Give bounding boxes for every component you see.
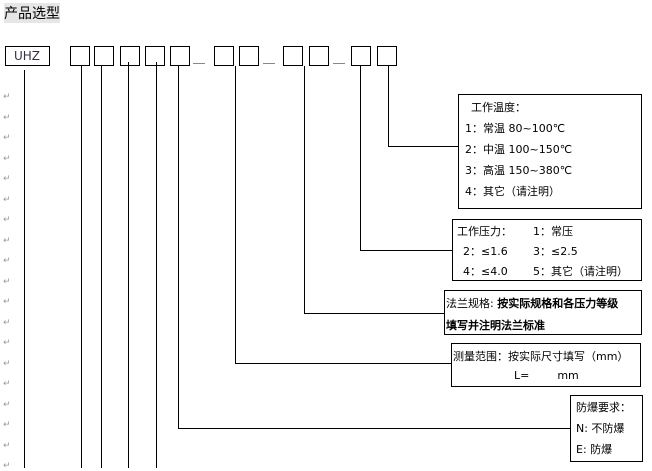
connector-line (81, 66, 82, 468)
flange-line-1: 法兰规格: 按实际规格和各压力等级 (446, 295, 618, 311)
paragraph-mark-icon: ↵ (3, 399, 11, 410)
flange-box: 法兰规格: 按实际规格和各压力等级 填写并注明法兰标准 (444, 290, 642, 335)
measure-value: L= mm (514, 369, 579, 382)
paragraph-mark-icon: ↵ (3, 317, 11, 328)
code-slot[interactable] (214, 46, 234, 66)
connector-line (235, 66, 236, 363)
paragraph-mark-icon: ↵ (3, 133, 11, 143)
code-slot[interactable] (309, 46, 329, 66)
temperature-title: 工作温度： (471, 101, 526, 114)
page-title: 产品选型 (4, 3, 60, 23)
connector-line (360, 66, 361, 250)
paragraph-mark-icon: ↵ (3, 194, 11, 205)
code-slot[interactable] (351, 46, 371, 66)
paragraph-mark-icon: ↵ (3, 297, 11, 307)
pressure-title: 工作压力： (457, 225, 512, 238)
flange-text: 填写并注明法兰标准 (446, 319, 545, 332)
temperature-option: 2：中温 100~150℃ (465, 143, 573, 156)
explosion-option: N: 不防爆 (576, 422, 625, 435)
explosion-box: 防爆要求： N: 不防爆 E: 防爆 (570, 395, 643, 462)
connector-line (178, 428, 570, 429)
paragraph-mark-icon: ↵ (3, 440, 11, 451)
connector-line (235, 363, 451, 364)
measure-label: 测量范围：按实际尺寸填写（mm） (453, 350, 629, 363)
connector-line (128, 62, 129, 468)
connector-line (156, 62, 157, 468)
flange-label: 法兰规格: (446, 297, 494, 310)
paragraph-mark-icon: ↵ (3, 379, 11, 389)
code-slot[interactable] (170, 46, 190, 66)
paragraph-mark-icon: ↵ (3, 112, 11, 123)
measure-box: 测量范围：按实际尺寸填写（mm） L= mm (451, 343, 641, 387)
separator (333, 63, 345, 64)
paragraph-mark-icon: ↵ (3, 420, 11, 430)
code-slot[interactable] (239, 46, 259, 66)
paragraph-mark-icon: ↵ (3, 215, 11, 225)
code-slot[interactable] (94, 46, 114, 66)
paragraph-mark-icon: ↵ (3, 276, 11, 287)
explosion-title: 防爆要求： (576, 401, 631, 414)
prefix-code: UHZ (14, 49, 41, 63)
paragraph-mark-icon: ↵ (3, 235, 11, 246)
connector-line (178, 66, 179, 428)
pressure-option: 2：≤1.6 (463, 245, 508, 258)
paragraph-mark-icon: ↵ (3, 92, 11, 102)
code-slot[interactable] (120, 46, 140, 66)
explosion-option: E: 防爆 (576, 443, 613, 456)
connector-line (304, 66, 305, 313)
code-slot[interactable] (145, 46, 165, 66)
separator (263, 63, 275, 64)
temperature-box: 工作温度： 1：常温 80~100℃ 2：中温 100~150℃ 3：高温 15… (458, 94, 642, 209)
connector-line (24, 70, 25, 468)
connector-line (388, 66, 389, 146)
paragraph-mark-icon: ↵ (3, 358, 11, 369)
prefix-box: UHZ (5, 46, 50, 66)
pressure-option: 5：其它（请注明） (533, 265, 628, 278)
pressure-option: 4：≤4.0 (463, 265, 508, 278)
connector-line (360, 250, 452, 251)
code-slot[interactable] (70, 46, 90, 66)
paragraph-mark-icon: ↵ (3, 338, 11, 348)
pressure-box: 工作压力： 1：常压 2：≤1.6 3：≤2.5 4：≤4.0 5：其它（请注明… (452, 219, 642, 281)
paragraph-mark-icon: ↵ (3, 256, 11, 266)
connector-line (101, 66, 102, 468)
pressure-option: 3：≤2.5 (533, 245, 578, 258)
connector-line (304, 313, 444, 314)
temperature-option: 3：高温 150~380℃ (465, 164, 573, 177)
flange-text: 按实际规格和各压力等级 (497, 297, 619, 310)
code-slot[interactable] (377, 46, 397, 66)
paragraph-mark-icon: ↵ (3, 153, 11, 164)
separator (193, 63, 205, 64)
temperature-option: 4：其它（请注明） (465, 185, 560, 198)
code-slot[interactable] (283, 46, 303, 66)
connector-line (388, 146, 458, 147)
paragraph-mark-icon: ↵ (3, 461, 11, 471)
temperature-option: 1：常温 80~100℃ (465, 122, 566, 135)
pressure-option: 1：常压 (533, 225, 573, 238)
paragraph-mark-icon: ↵ (3, 174, 11, 184)
